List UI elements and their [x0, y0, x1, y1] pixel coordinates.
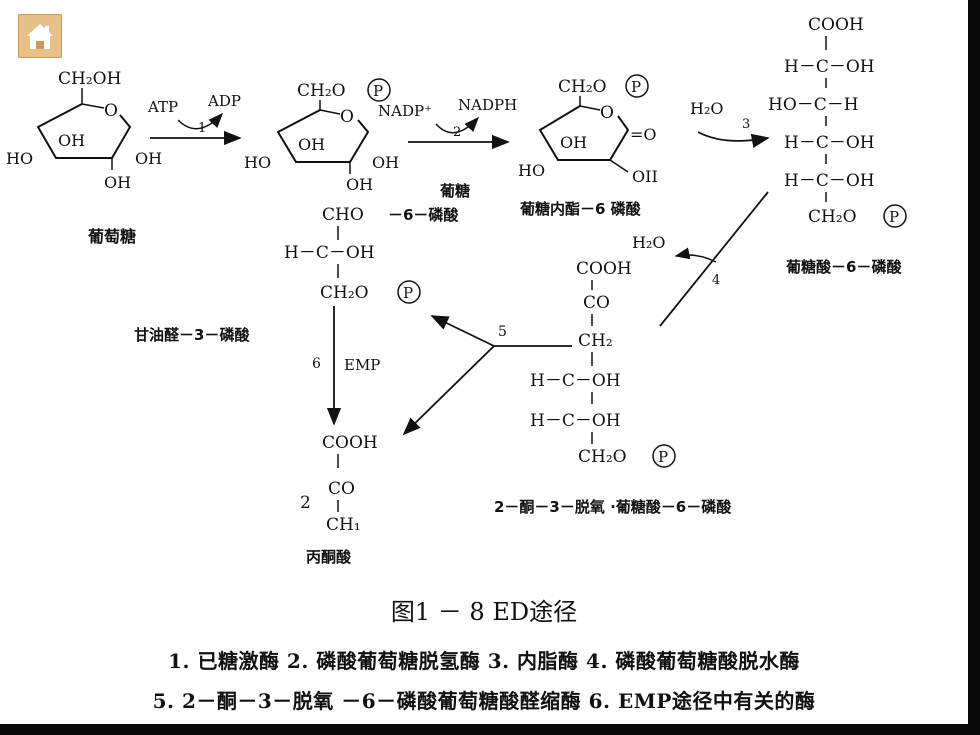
- r3-h2o: H₂O: [690, 99, 723, 118]
- reaction-6: 6 EMP: [312, 306, 380, 426]
- g6p-oh-bottom: OH: [346, 175, 373, 194]
- kdpg-p: P: [658, 448, 668, 466]
- g6p-oh-right: OH: [372, 153, 399, 172]
- g3p-c2: H－C－OH: [284, 243, 375, 263]
- house-icon: [27, 24, 53, 49]
- r2-number: 2: [453, 125, 461, 140]
- g6p-ho: HO: [244, 153, 271, 172]
- gluconate-name: 葡糖酸－6－磷酸: [785, 258, 902, 276]
- lactone-carbonyl: =O: [630, 125, 657, 144]
- reaction-4: H₂O 4: [632, 191, 769, 327]
- gluconate-p: P: [889, 208, 899, 226]
- g6p-ch2o: CH₂O: [297, 81, 346, 101]
- g6p-structure: CH₂O P O OH HO OH OH 葡糖 －6－磷酸: [244, 78, 470, 224]
- ed-pathway-diagram: CH₂OH O OH HO OH OH 葡萄糖 ATP ADP 1 CH₂O P: [6, 15, 907, 566]
- g3p-c3: CH₂O: [320, 283, 369, 303]
- r1-number: 1: [198, 121, 206, 136]
- g6p-ring-o: O: [340, 107, 354, 127]
- kdpg-c1: COOH: [576, 259, 632, 279]
- g6p-name-line2: －6－磷酸: [388, 206, 459, 224]
- lactone-name: 葡糖内酯－6 磷酸: [519, 200, 642, 218]
- phosphate-icon: [367, 78, 391, 102]
- kdpg-c2: CO: [583, 293, 610, 313]
- g3p-name: 甘油醛－3－磷酸: [134, 326, 250, 344]
- r4-h2o: H₂O: [632, 233, 665, 252]
- figure-title: 图1 － 8 ED途径: [390, 598, 578, 626]
- gluconate-c1: COOH: [808, 15, 864, 35]
- pyruvate-c3: CH₁: [326, 515, 361, 535]
- glucose-ch2oh: CH₂OH: [58, 69, 121, 89]
- g3p-c1: CHO: [322, 205, 364, 225]
- r2-nadph: NADPH: [458, 96, 517, 114]
- lactone-oh-alt: OII: [632, 167, 658, 186]
- pyruvate-structure: COOH 2 CO CH₁ 丙酮酸: [300, 433, 378, 566]
- lactone-ring-o: O: [600, 103, 614, 123]
- gluconate6p-structure: COOH H－C－OH HO－C－H H－C－OH H－C－OH CH₂O P …: [768, 15, 907, 276]
- r2-nadp: NADP⁺: [378, 102, 432, 120]
- kdpg-c3: CH₂: [578, 331, 613, 351]
- kdpg-c5: H－C－OH: [530, 411, 621, 431]
- g6p-oh-inner: OH: [298, 135, 325, 154]
- pyruvate-c2: CO: [328, 479, 355, 499]
- g3p-p: P: [403, 284, 413, 302]
- reaction-3: H₂O 3: [690, 99, 770, 148]
- phosphate-icon: [652, 444, 676, 468]
- enzyme-legend-line-1: 1. 已糖激酶 2. 磷酸葡萄糖脱氢酶 3. 内脂酶 4. 磷酸葡萄糖酸脱水酶: [168, 649, 800, 673]
- pyruvate-c1: COOH: [322, 433, 378, 453]
- lactone-ho: HO: [518, 161, 545, 180]
- r5-arrow-pyruvate: [402, 345, 495, 436]
- glucose-name: 葡萄糖: [87, 227, 136, 246]
- r6-number: 6: [312, 356, 321, 372]
- slide: CH₂OH O OH HO OH OH 葡萄糖 ATP ADP 1 CH₂O P: [0, 0, 968, 724]
- phosphate-icon: [397, 280, 421, 304]
- g6p-name-line1: 葡糖: [439, 182, 470, 200]
- kdpg-c6: CH₂O: [578, 447, 627, 467]
- gluconate-c5: H－C－OH: [784, 171, 875, 191]
- r4-number: 4: [712, 273, 720, 288]
- pyruvate-name: 丙酮酸: [306, 548, 352, 566]
- kdpg-name: 2－酮－3－脱氧 ·葡糖酸－6－磷酸: [494, 498, 732, 516]
- r1-adp: ADP: [207, 92, 241, 110]
- gluconate-c2: H－C－OH: [784, 57, 875, 77]
- glucose-oh-right: OH: [135, 149, 162, 168]
- r5-number: 5: [498, 324, 507, 340]
- glucose-ho: HO: [6, 149, 33, 168]
- r6-emp: EMP: [344, 356, 380, 374]
- pyruvate-count: 2: [300, 493, 311, 513]
- r1-atp: ATP: [147, 98, 178, 116]
- glucose-structure: CH₂OH O OH HO OH OH 葡萄糖: [6, 69, 162, 246]
- glucose-oh-bottom: OH: [104, 173, 131, 192]
- lactone-p: P: [631, 78, 641, 96]
- g3p-structure: CHO H－C－OH CH₂O P 甘油醛－3－磷酸: [134, 205, 421, 344]
- reaction-5: 5: [402, 315, 572, 436]
- gluconate-c3: HO－C－H: [768, 95, 859, 115]
- home-button[interactable]: [18, 14, 62, 58]
- r4-arrow-line: [659, 191, 769, 327]
- phosphate-icon: [883, 204, 907, 228]
- glucose-ring-o: O: [104, 101, 118, 121]
- g6p-p: P: [373, 82, 383, 100]
- phosphate-icon: [625, 74, 649, 98]
- r5-arrow-g3p: [430, 315, 495, 347]
- lactone-structure: CH₂O P O =O OH HO OII 葡糖内酯－6 磷酸: [518, 74, 658, 218]
- r3-number: 3: [742, 117, 750, 132]
- reaction-2: NADP⁺ NADPH 2: [378, 96, 517, 150]
- enzyme-legend-line-2: 5. 2－酮－3－脱氧 －6－磷酸葡萄糖酸醛缩酶 6. EMP途径中有关的酶: [152, 689, 816, 713]
- kdpg-c4: H－C－OH: [530, 371, 621, 391]
- r3-arrow: [697, 131, 770, 148]
- r4-water-arrow: [674, 247, 717, 263]
- kdpg-structure: COOH CO CH₂ H－C－OH H－C－OH CH₂O P 2－酮－3－脱…: [494, 259, 732, 516]
- gluconate-c6: CH₂O: [808, 207, 857, 227]
- glucose-oh-inner: OH: [58, 131, 85, 150]
- lactone-ch2o: CH₂O: [558, 77, 607, 97]
- reaction-1: ATP ADP 1: [147, 92, 242, 146]
- gluconate-c4: H－C－OH: [784, 133, 875, 153]
- lactone-oh-inner: OH: [560, 133, 587, 152]
